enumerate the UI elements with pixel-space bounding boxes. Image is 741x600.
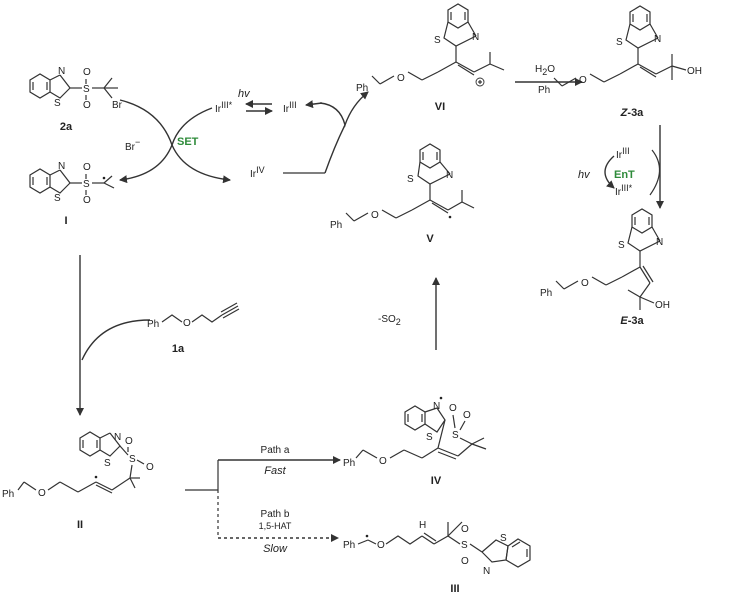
compound-E-3a: N S OH O Ph E-3a — [540, 208, 670, 327]
svg-text:Ph: Ph — [343, 458, 355, 469]
svg-text:S: S — [500, 533, 507, 544]
compound-V: N S O Ph V — [330, 143, 475, 245]
svg-text:O: O — [463, 410, 471, 421]
svg-text:OH: OH — [687, 66, 702, 77]
svg-text:N: N — [654, 34, 661, 45]
compound-Z-3a: N S OH O Ph Z-3a — [538, 5, 702, 119]
svg-text:Ph: Ph — [343, 540, 355, 551]
svg-text:IrIII: IrIII — [616, 146, 630, 161]
svg-text:Ph: Ph — [538, 85, 550, 96]
atom-s-I: S — [54, 193, 61, 204]
svg-text:IrIII*: IrIII* — [615, 183, 633, 198]
svg-text:S: S — [407, 174, 414, 185]
svg-text:Ph: Ph — [330, 220, 342, 231]
photoredox-cycle: IrIII* hv IrIII SET Br− IrIV — [119, 88, 369, 184]
atom-n-I: N — [58, 161, 65, 172]
svg-text:H: H — [419, 520, 426, 531]
hat-label: 1,5-HAT — [259, 521, 292, 531]
svg-text:O: O — [125, 436, 133, 447]
svg-text:O: O — [38, 488, 46, 499]
label-I: I — [64, 215, 67, 227]
hv-label-ent: hv — [578, 169, 591, 181]
svg-text:O: O — [146, 462, 154, 473]
label-V: V — [426, 233, 434, 245]
fast-label: Fast — [264, 465, 286, 477]
ir3-label-cycle: IrIII — [283, 100, 297, 115]
set-label: SET — [177, 136, 199, 148]
ent-label: EnT — [614, 169, 635, 181]
minus-so2-label: -SO2 — [378, 314, 401, 327]
svg-text:O: O — [371, 210, 379, 221]
svg-text:O: O — [449, 403, 457, 414]
svg-text:S: S — [434, 35, 441, 46]
compound-1a: Ph O 1a — [147, 302, 240, 355]
svg-text:N: N — [446, 170, 453, 181]
svg-text:S: S — [426, 432, 433, 443]
atom-o-I-bottom: O — [83, 195, 91, 206]
svg-text:O: O — [397, 73, 405, 84]
svg-text:S: S — [461, 540, 468, 551]
svg-text:OH: OH — [655, 300, 670, 311]
arrow-1a-adds — [81, 319, 151, 361]
atom-o-2a-top: O — [83, 67, 91, 78]
label-III: III — [450, 583, 459, 595]
compound-2a: N S S O O Br 2a — [29, 66, 123, 133]
label-II: II — [77, 519, 83, 531]
svg-text:S: S — [129, 454, 136, 465]
ir4-label: IrIV — [250, 165, 265, 180]
compound-II: N S S O O O Ph II — [2, 431, 154, 531]
hv-label-cycle: hv — [238, 88, 251, 100]
label-2a: 2a — [60, 121, 73, 133]
label-E-3a: E-3a — [620, 315, 644, 327]
label-1a: 1a — [172, 343, 185, 355]
svg-text:S: S — [452, 430, 459, 441]
atom-o-2a-bottom: O — [83, 100, 91, 111]
label-Z-3a: Z-3a — [620, 107, 645, 119]
atom-s-sulfonyl-2a: S — [83, 84, 90, 95]
svg-text:O: O — [581, 278, 589, 289]
svg-text:Ph: Ph — [540, 288, 552, 299]
svg-text:S: S — [104, 458, 111, 469]
atom-o-I-top: O — [83, 162, 91, 173]
svg-text:N: N — [656, 237, 663, 248]
atom-br-2a: Br — [112, 100, 123, 111]
path-b-label: Path b — [261, 509, 290, 520]
water-label: H2O — [535, 64, 555, 77]
atom-n-2a: N — [58, 66, 65, 77]
atom-s-sulfonyl-I: S — [83, 179, 90, 190]
compound-VI: N S O Ph VI — [356, 3, 505, 113]
slow-label: Slow — [263, 543, 288, 555]
label-VI: VI — [435, 101, 445, 113]
svg-text:N: N — [483, 566, 490, 577]
svg-text:O: O — [461, 556, 469, 567]
svg-text:S: S — [616, 37, 623, 48]
svg-text:S: S — [618, 240, 625, 251]
svg-text:O: O — [377, 540, 385, 551]
ent-cycle: IrIII IrIII* hv EnT — [578, 146, 661, 198]
compound-IV: N S S O O O Ph IV — [343, 396, 487, 487]
atom-s-2a: S — [54, 98, 61, 109]
path-branch: Path a Fast Path b 1,5-HAT Slow — [185, 445, 341, 555]
compound-III: Ph O H S O O S N III — [343, 520, 531, 595]
svg-text:O: O — [579, 75, 587, 86]
path-a-label: Path a — [261, 445, 290, 456]
bromide-label: Br− — [125, 137, 140, 153]
svg-text:Ph: Ph — [147, 319, 159, 330]
svg-text:Ph: Ph — [356, 83, 368, 94]
svg-text:O: O — [461, 524, 469, 535]
svg-text:O: O — [379, 456, 387, 467]
ir3-star-label: IrIII* — [215, 100, 233, 115]
svg-text:N: N — [114, 432, 121, 443]
svg-text:Ph: Ph — [2, 489, 14, 500]
compound-I: N S S O O I — [29, 161, 115, 227]
label-IV: IV — [431, 475, 442, 487]
svg-text:O: O — [183, 318, 191, 329]
svg-text:N: N — [472, 32, 479, 43]
svg-text:N: N — [433, 401, 440, 412]
